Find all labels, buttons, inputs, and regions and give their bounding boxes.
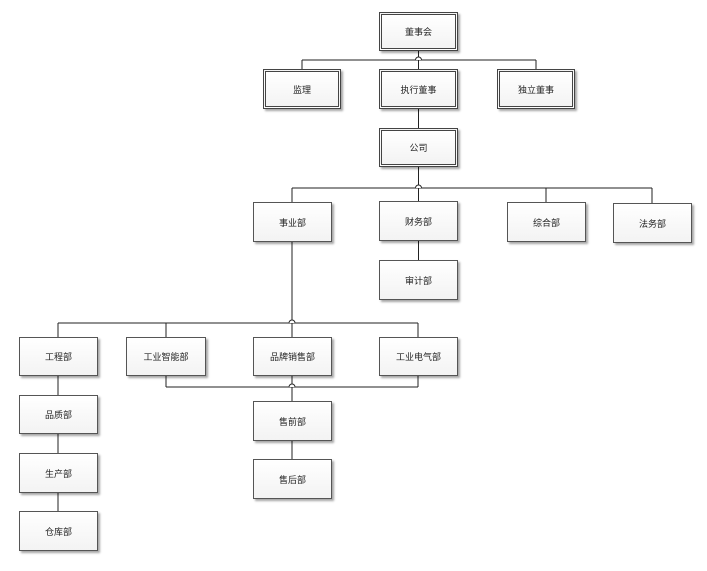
node-label: 财务部 bbox=[404, 217, 432, 228]
node-aftersales-dept[interactable]: 售后部 bbox=[253, 459, 332, 499]
node-label: 售前部 bbox=[278, 417, 306, 428]
node-label: 品质部 bbox=[44, 411, 72, 421]
node-label: 生产部 bbox=[44, 469, 72, 480]
node-label: 法务部 bbox=[638, 219, 666, 230]
junction-marker bbox=[288, 383, 296, 388]
node-label: 审计部 bbox=[404, 276, 432, 287]
node-label: 监理 bbox=[292, 85, 311, 96]
node-independent-director[interactable]: 独立董事 bbox=[497, 69, 575, 109]
node-label: 公司 bbox=[409, 144, 428, 154]
node-executive-director[interactable]: 执行董事 bbox=[379, 69, 458, 109]
node-quality-dept[interactable]: 品质部 bbox=[19, 395, 98, 434]
node-industrial-intelligence-dept[interactable]: 工业智能部 bbox=[126, 337, 206, 376]
node-label: 综合部 bbox=[532, 218, 560, 229]
node-label: 仓库部 bbox=[44, 527, 72, 538]
node-presales-dept[interactable]: 售前部 bbox=[253, 401, 332, 441]
node-supervisor[interactable]: 监理 bbox=[263, 69, 341, 109]
node-label: 事业部 bbox=[278, 218, 306, 229]
junction-marker bbox=[288, 319, 296, 324]
node-label: 工程部 bbox=[44, 353, 72, 363]
node-label: 执行董事 bbox=[400, 85, 437, 96]
node-general-dept[interactable]: 综合部 bbox=[507, 202, 586, 242]
node-brand-sales-dept[interactable]: 品牌销售部 bbox=[253, 337, 332, 376]
node-engineering-dept[interactable]: 工程部 bbox=[19, 337, 98, 376]
node-label: 品牌销售部 bbox=[269, 353, 315, 363]
node-legal-dept[interactable]: 法务部 bbox=[613, 203, 692, 243]
node-label: 售后部 bbox=[278, 475, 306, 486]
node-production-dept[interactable]: 生产部 bbox=[19, 453, 98, 493]
node-label: 工业智能部 bbox=[143, 353, 189, 363]
node-label: 董事会 bbox=[404, 28, 432, 38]
node-industrial-electric-dept[interactable]: 工业电气部 bbox=[379, 337, 458, 376]
node-board[interactable]: 董事会 bbox=[379, 12, 458, 51]
node-label: 独立董事 bbox=[517, 85, 554, 96]
node-audit-dept[interactable]: 审计部 bbox=[379, 260, 458, 300]
node-warehouse-dept[interactable]: 仓库部 bbox=[19, 511, 98, 551]
node-company[interactable]: 公司 bbox=[379, 128, 458, 167]
node-finance-dept[interactable]: 财务部 bbox=[379, 201, 458, 241]
junction-marker bbox=[415, 56, 422, 61]
node-business-dept[interactable]: 事业部 bbox=[253, 202, 332, 242]
node-label: 工业电气部 bbox=[395, 353, 441, 363]
junction-marker bbox=[415, 184, 422, 189]
